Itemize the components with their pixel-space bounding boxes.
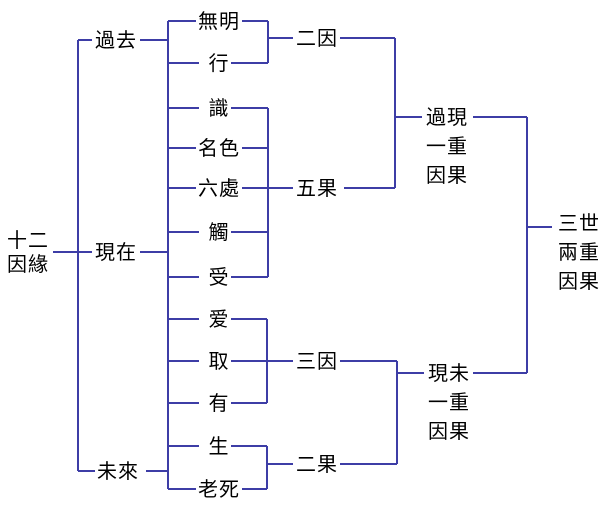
group-five-effects: 五果 [296,176,338,200]
root-label-line2: 因緣 [7,252,49,276]
period-present: 現在 [95,240,137,264]
conclusion-line3: 因果 [558,269,600,293]
bracket-present-future-line [396,361,424,464]
group-two-causes: 二因 [296,26,338,50]
pair-connector-lines [473,116,527,374]
root-label: 十二 因緣 [3,228,53,276]
group-two-effects: 二果 [296,452,338,476]
link-right-tick-lines [231,20,268,490]
pair-past-present: 過現 一重 因果 [421,103,473,190]
link-craving: 爱 [208,307,230,331]
period-past: 過去 [95,28,137,52]
link-contact: 觸 [208,220,230,244]
bracket-two-causes-line [267,21,293,63]
bracket-past-present-line [394,38,422,188]
link-six-sense-bases: 六處 [198,176,240,200]
period-future: 未來 [97,459,139,483]
period-connector-lines [140,39,168,472]
link-birth: 生 [208,434,230,458]
group-connector-lines [340,37,397,465]
bracket-five-effects-line [267,108,293,277]
link-feeling: 受 [208,265,230,289]
periods-trunk-line [77,39,95,472]
root-label-line1: 十二 [7,228,49,252]
pair-present-future-line2: 一重 [428,390,470,414]
link-left-tick-lines [168,20,199,490]
conclusion-line2: 兩重 [558,240,600,264]
link-name-form: 名色 [198,136,240,160]
bracket-two-effects-line [266,446,293,489]
pair-present-future-line1: 現未 [428,361,470,385]
pair-past-present-line2: 一重 [426,134,468,158]
group-three-causes: 三因 [296,349,338,373]
bracket-three-causes-line [266,319,293,403]
pair-past-present-line1: 過現 [426,105,468,129]
link-becoming: 有 [208,391,230,415]
bracket-conclusion-line [526,117,552,373]
conclusion-three-lifetimes: 三世 兩重 因果 [552,209,606,296]
link-consciousness: 識 [208,96,230,120]
conclusion-line1: 三世 [558,211,600,235]
link-ignorance: 無明 [198,9,240,33]
link-formations: 行 [208,51,230,75]
link-clinging: 取 [208,349,230,373]
link-aging-death: 老死 [198,477,240,501]
pair-past-present-line3: 因果 [426,163,468,187]
pair-present-future: 現未 一重 因果 [423,359,475,446]
pair-present-future-line3: 因果 [428,419,470,443]
